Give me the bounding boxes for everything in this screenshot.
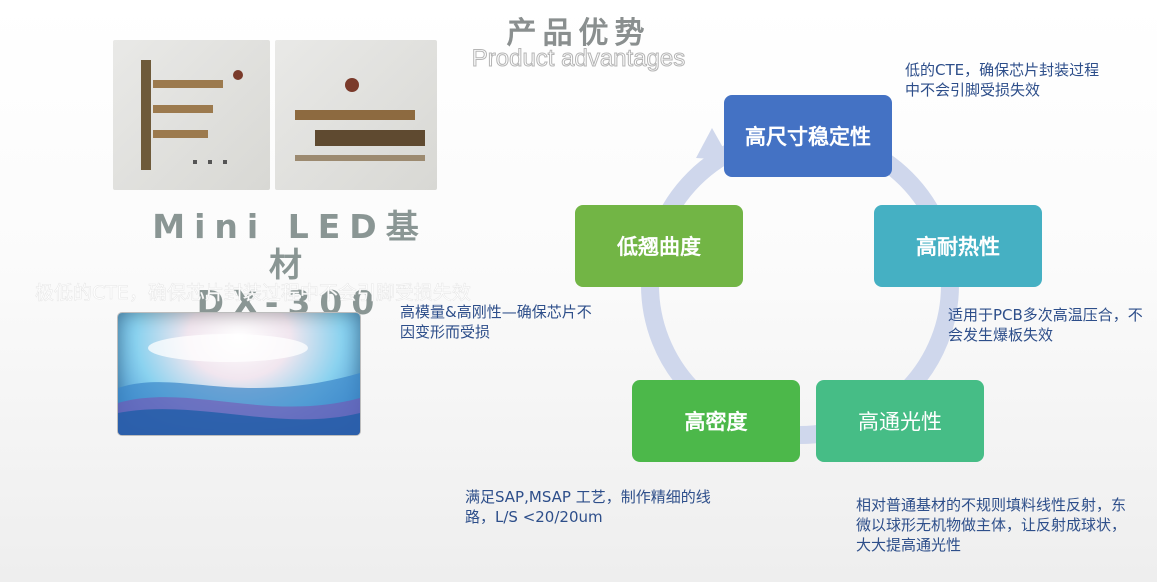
node-heat-resistance: 高耐热性 [874,205,1042,287]
desc-light-transmission: 相对普通基材的不规则填料线性反射，东微以球形无机物做主体，让反射成球状，大大提高… [856,496,1127,554]
page-title: 产品优势 [506,16,651,51]
product-photo-left [113,40,270,190]
desc-size-stability: 低的CTE，确保芯片封装过程中不会引脚受损失效 [905,61,1100,99]
ghost-overlay-text: 极低的CTE，确保芯片封装过程中不会引脚受损失效 [35,282,471,305]
node-high-density: 高密度 [632,380,800,462]
node-size-stability: 高尺寸稳定性 [724,95,892,177]
mini-led-panel-image [118,313,360,435]
product-name-line1: Mini LED基材 [152,207,428,284]
page-subtitle: Product advantages [471,45,686,73]
node-light-transmission: 高通光性 [816,380,984,462]
desc-heat-resistance: 适用于PCB多次高温压合，不会发生爆板失效 [948,306,1143,344]
desc-high-density: 满足SAP,MSAP 工艺，制作精细的线路，L/S <20/20um [465,488,711,526]
desc-low-warpage: 高模量&高刚性—确保芯片不因变形而受损 [400,303,592,341]
product-photo-right [275,40,437,190]
node-low-warpage: 低翘曲度 [575,205,743,287]
